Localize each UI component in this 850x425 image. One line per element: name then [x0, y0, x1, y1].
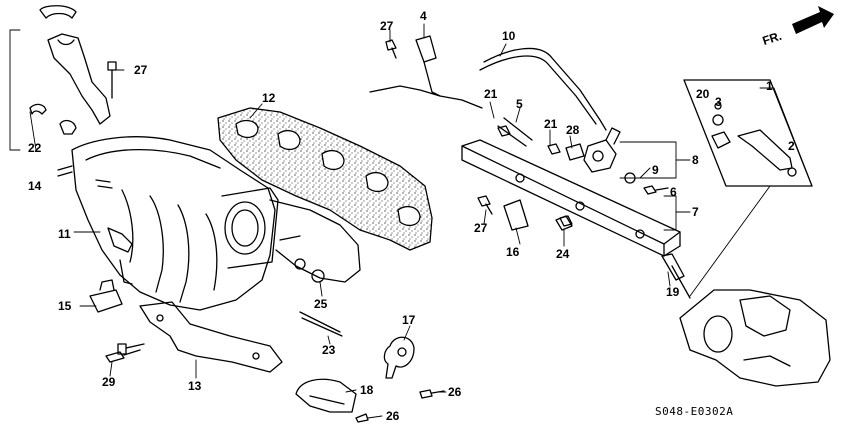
callout-22[interactable]: 22	[28, 141, 42, 155]
front-direction-arrow-icon	[792, 6, 834, 34]
callout-1[interactable]: 1	[766, 79, 773, 93]
callout-15[interactable]: 15	[58, 299, 72, 313]
bolts-part	[106, 40, 668, 422]
fuel-line-part	[370, 36, 606, 146]
callout-19[interactable]: 19	[666, 285, 680, 299]
callout-29[interactable]: 29	[102, 375, 116, 389]
callout-27-a[interactable]: 27	[380, 19, 394, 33]
cover-plate-part	[296, 379, 356, 412]
callout-10[interactable]: 10	[502, 29, 516, 43]
callout-17[interactable]: 17	[402, 313, 416, 327]
callout-21-b[interactable]: 21	[544, 117, 558, 131]
callout-26-b[interactable]: 26	[386, 409, 400, 423]
callout-20[interactable]: 20	[696, 87, 710, 101]
intake-gasket-part	[218, 108, 432, 250]
callout-27-c[interactable]: 27	[474, 221, 488, 235]
callout-7[interactable]: 7	[692, 205, 699, 219]
pressure-regulator-part	[584, 128, 635, 183]
callout-25[interactable]: 25	[314, 297, 328, 311]
callout-28[interactable]: 28	[566, 123, 580, 137]
callout-12[interactable]: 12	[262, 91, 276, 105]
callout-6[interactable]: 6	[670, 185, 677, 199]
callout-18[interactable]: 18	[360, 383, 374, 397]
callout-5[interactable]: 5	[516, 97, 523, 111]
callout-23[interactable]: 23	[322, 343, 336, 357]
callout-13[interactable]: 13	[188, 379, 202, 393]
support-bracket-part	[90, 280, 282, 372]
manifold-lower-part	[270, 200, 360, 336]
figure-code: S048-E0302A	[655, 405, 734, 418]
callout-3[interactable]: 3	[715, 95, 722, 109]
bracket-clip-part	[30, 6, 116, 134]
callout-4[interactable]: 4	[420, 9, 427, 23]
callout-2[interactable]: 2	[788, 139, 795, 153]
callout-14[interactable]: 14	[28, 179, 42, 193]
callout-27-b[interactable]: 27	[134, 63, 148, 77]
callout-21-a[interactable]: 21	[484, 87, 498, 101]
callout-24[interactable]: 24	[556, 247, 570, 261]
hose-clip-part	[384, 337, 414, 378]
callout-9[interactable]: 9	[652, 163, 659, 177]
fuel-rail-part	[462, 140, 680, 256]
small-hardware-part	[498, 126, 584, 230]
callout-26-a[interactable]: 26	[448, 385, 462, 399]
callout-8[interactable]: 8	[692, 153, 699, 167]
intake-manifold-part	[58, 137, 278, 310]
callout-16[interactable]: 16	[506, 245, 520, 259]
callout-11[interactable]: 11	[58, 227, 71, 241]
cylinder-head-part	[662, 254, 830, 386]
leader-lines	[10, 24, 812, 418]
